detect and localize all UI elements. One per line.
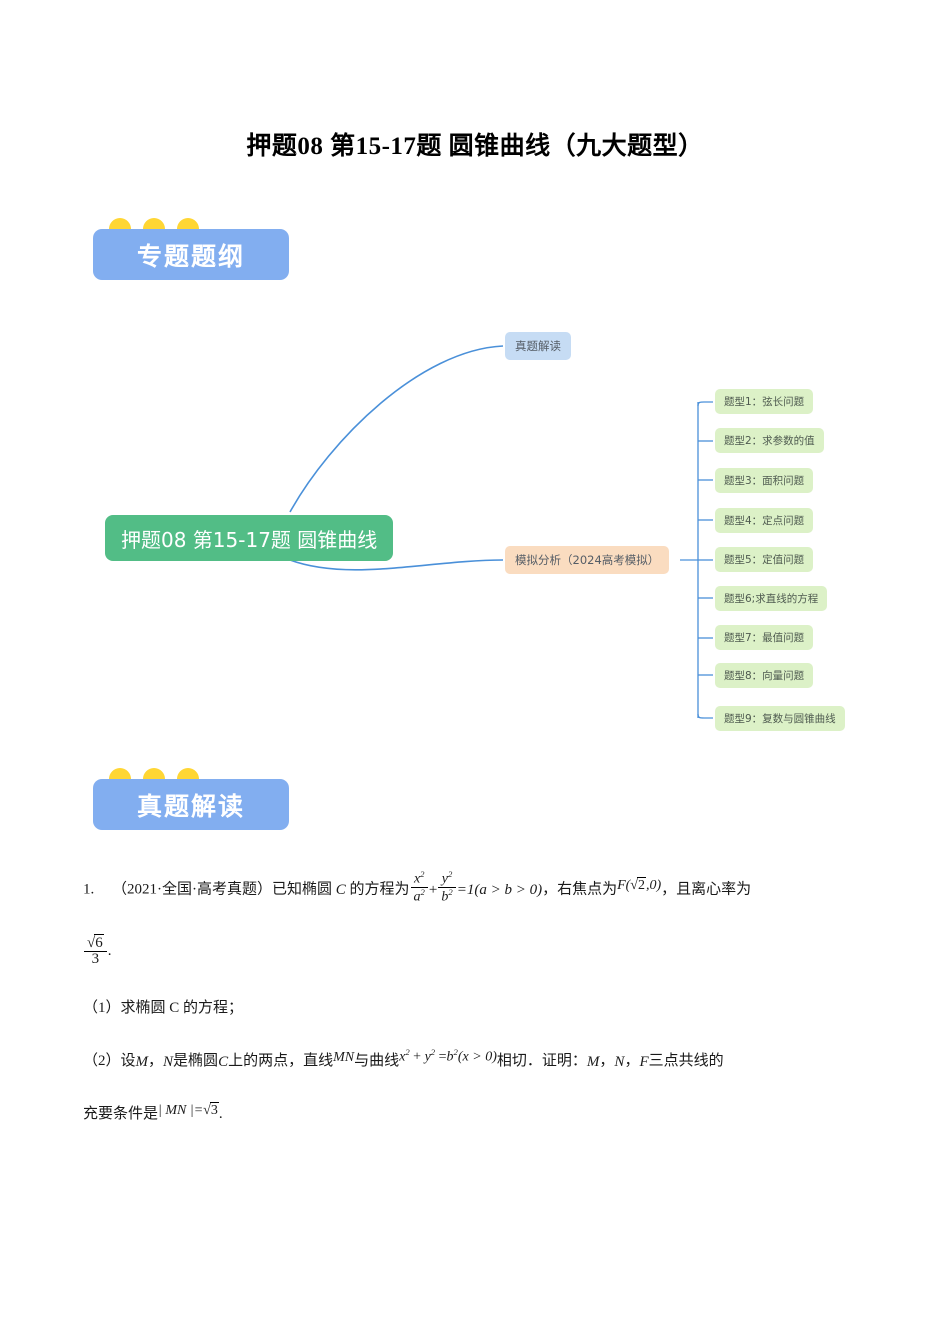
mindmap-leaf-label: 题型2：求参数的值 [724,435,815,447]
exp: 2 [420,869,425,879]
problem-number: 1. [83,881,95,898]
curve-condition: (x > 0) [457,1049,497,1065]
problem-part-2: （2）设M，N是椭圆C上的两点，直线MN与曲线x2 + y2 =b2(x > 0… [83,1046,868,1073]
mindmap-leaf-label: 题型1：弦长问题 [724,396,805,408]
banner-label: 真题解读 [136,791,245,821]
banner-label: 专题题纲 [136,241,245,271]
exp: 2 [420,887,425,898]
mindmap-leaf-label: 题型3：面积问题 [724,475,805,487]
point-N2: N [614,1053,625,1070]
mn-radicand: 3 [209,1101,219,1118]
curve-b: b [446,1049,454,1065]
problem-part1-text: （1）求椭圆 C 的方程； [83,1000,244,1017]
curve-equation: x2 + y2 =b2(x > 0) [399,1047,497,1065]
mindmap-leaf-2[interactable]: 题型2：求参数的值 [715,428,824,453]
mn-length-expression: | MN |=√3 [158,1101,219,1118]
point-M: M [135,1053,149,1070]
focus-radicand: 2 [636,877,646,894]
exp: 2 [447,869,453,879]
banner-plate: 专题题纲 [93,229,289,280]
ecc-period: . [107,942,112,959]
mindmap-leaf-5[interactable]: 题型5：定值问题 [715,547,814,572]
frac-den-b: b [441,890,449,905]
mindmap-branch-label: 模拟分析（2024高考模拟） [515,553,660,567]
part3-prefix: 充要条件是 [83,1105,159,1122]
line-MN: MN [333,1049,355,1065]
part2-text-k: 三点共线的 [648,1053,724,1070]
problem-stem-1: 已知椭圆 [272,881,333,898]
equation-rhs: =1(a > b > 0) [456,881,543,898]
mindmap-leaf-9[interactable]: 题型9：复数与圆锥曲线 [715,706,845,731]
frac-den-a: a [413,890,421,905]
banner-plate: 真题解读 [93,779,289,830]
mindmap-leaf-label: 题型6;求直线的方程 [724,593,819,605]
exp: 2 [453,1047,458,1058]
part2-text-b: 是椭圆 [173,1053,219,1070]
mindmap-leaf-6[interactable]: 题型6;求直线的方程 [715,586,828,611]
mindmap-leaf-1[interactable]: 题型1：弦长问题 [715,389,814,414]
problem-stem-2: 的方程为 [349,881,410,898]
mindmap-root-node[interactable]: 押题08 第15-17题 圆锥曲线 [105,515,394,561]
comma: ， [148,1053,164,1070]
exp: 2 [448,887,453,898]
part2-text-e: 相切．证明： [496,1053,587,1070]
problem-stem-3: ，右焦点为 [542,881,618,898]
mindmap-connectors [289,345,713,719]
point-N: N [163,1053,174,1070]
exp: 2 [430,1047,436,1058]
mindmap-leaf-label: 题型5：定值问题 [724,554,805,566]
ellipse-C: C [218,1053,229,1070]
mindmap-leaf-8[interactable]: 题型8：向量问题 [715,663,814,688]
ecc-den: 3 [91,951,100,968]
right-focus-expression: F(√2,0) [617,877,662,894]
mindmap-leaf-4[interactable]: 题型4：定点问题 [715,508,814,533]
mindmap-leaf-label: 题型4：定点问题 [724,515,805,527]
part2-prefix: （2）设 [83,1053,136,1070]
problem-source: （2021·全国·高考真题） [112,881,272,898]
mindmap-leaf-label: 题型8：向量问题 [724,670,805,682]
mindmap-root-label: 押题08 第15-17题 圆锥曲线 [121,527,378,552]
mindmap-branch-label: 真题解读 [515,339,561,353]
mindmap-leaf-7[interactable]: 题型7：最值问题 [715,625,814,650]
mindmap-leaf-label: 题型7：最值问题 [724,632,805,644]
mindmap-branch-moni[interactable]: 模拟分析（2024高考模拟） [505,546,670,574]
comma: ， [599,1053,615,1070]
point-F: F [639,1053,649,1070]
problem-stem-4: ，且离心率为 [661,881,752,898]
mindmap: 押题08 第15-17题 圆锥曲线 真题解读 模拟分析（2024高考模拟） 题型… [90,320,880,731]
mindmap-leaf-label: 题型9：复数与圆锥曲线 [724,713,836,725]
mindmap-leaf-3[interactable]: 题型3：面积问题 [715,468,814,493]
mindmap-branch-zhenti[interactable]: 真题解读 [505,332,571,360]
frac-num-x: x [413,871,421,887]
curve-y: y [424,1049,431,1065]
problem-part-3: 充要条件是| MN |=√3. [83,1100,868,1126]
curve-x: x [399,1049,406,1065]
frac-num-y: y [441,871,448,887]
section-banner-outline: 专题题纲 [93,218,289,280]
point-M2: M [586,1053,600,1070]
mn-abs: | MN |= [158,1102,204,1118]
part3-period: . [218,1105,223,1122]
page-title: 押题08 第15-17题 圆锥曲线（九大题型） [246,133,704,160]
comma: ， [624,1053,640,1070]
problem-part-1: （1）求椭圆 C 的方程； [83,996,868,1020]
focus-suffix: ,0) [645,878,662,894]
section-banner-analysis: 真题解读 [93,768,289,830]
ellipse-name: C [335,881,346,898]
part2-text-c: 上的两点，直线 [228,1053,334,1070]
focus-prefix: F( [617,878,631,894]
ecc-num: 6 [94,933,104,951]
part2-text-d: 与曲线 [354,1053,400,1070]
exp: 2 [405,1047,410,1058]
